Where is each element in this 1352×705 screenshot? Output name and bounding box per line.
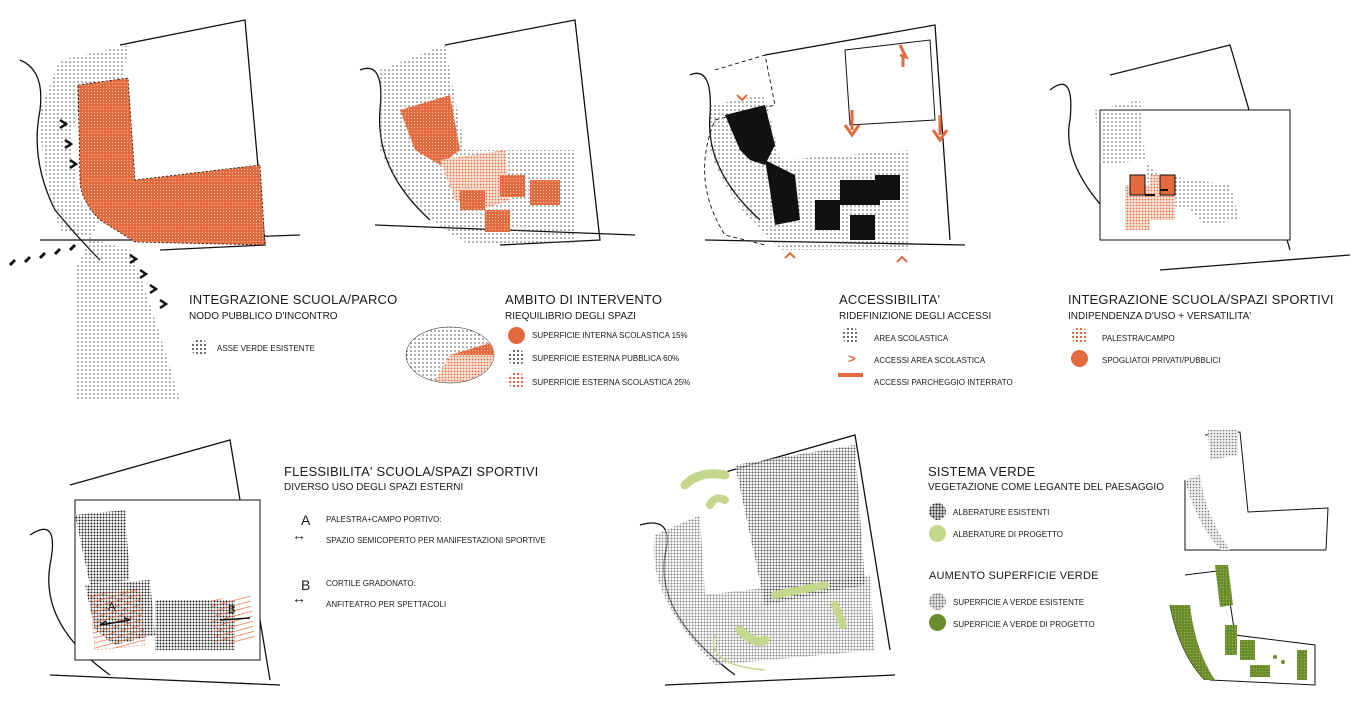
legend-swatch-asse-verde (191, 339, 208, 356)
p3-legend-0: AREA SCOLASTICA (874, 334, 949, 343)
p4-title: INTEGRAZIONE SCUOLA/SPAZI SPORTIVI (1068, 292, 1334, 307)
legend-swatch-spogliatoi (1071, 350, 1088, 367)
map-verde-esistente (1184, 430, 1329, 551)
p1-legend-0: ASSE VERDE ESISTENTE (217, 344, 315, 353)
legend-swatch-verde-esistente (929, 593, 946, 610)
p1-subtitle: NODO PUBBLICO D'INCONTRO (189, 311, 338, 322)
p4-legend-1: SPOGLIATOI PRIVATI/PUBBLICI (1102, 356, 1221, 365)
p5-a-line2: SPAZIO SEMICOPERTO PER MANIFESTAZIONI SP… (326, 536, 546, 545)
map-verde-progetto (1169, 565, 1316, 686)
p6-title: SISTEMA VERDE (928, 464, 1036, 479)
p4-subtitle: INDIPENDENZA D'USO + VERSATILITA' (1068, 311, 1252, 322)
legend-swatch-interna (508, 327, 525, 344)
p5-subtitle: DIVERSO USO DEGLI SPAZI ESTERNI (284, 482, 464, 493)
p2-legend-1: SUPERFICIE ESTERNA PUBBLICA 60% (532, 354, 680, 363)
chevron-arrows (8, 243, 77, 267)
legend-swatch-verde-progetto (929, 614, 946, 631)
map-integrazione-parco (8, 19, 301, 400)
p5-b-line1: CORTILE GRADONATO: (326, 579, 416, 588)
p6-legend-1: ALBERATURE DI PROGETTO (953, 530, 1063, 539)
map-accessibilita (689, 24, 966, 263)
legend-swatch-pubblica (508, 349, 525, 366)
a-letter: A (301, 512, 311, 528)
p1-title: INTEGRAZIONE SCUOLA/PARCO (189, 292, 398, 307)
svg-text:A: A (108, 601, 116, 613)
legend-swatch-alberature-esistenti (929, 503, 946, 520)
svg-text:B: B (228, 604, 235, 616)
p3-legend-1: ACCESSI AREA SCOLASTICA (874, 356, 986, 365)
legend-swatch-alberature-progetto (929, 525, 946, 542)
p6-subtitle: VEGETAZIONE COME LEGANTE DEL PAESAGGIO (928, 482, 1164, 493)
p3-legend-2: ACCESSI PARCHEGGIO INTERRATO (874, 378, 1013, 387)
map-sistema-verde (639, 434, 896, 686)
chevron-icon: > (848, 351, 856, 366)
p6-legend-0: ALBERATURE ESISTENTI (953, 508, 1050, 517)
p4-legend-0: PALESTRA/CAMPO (1102, 334, 1175, 343)
map-ambito-intervento (359, 19, 636, 246)
legend-swatch-palestra (1071, 327, 1088, 344)
double-arrow-icon: ↔ (292, 527, 306, 543)
p5-b-line2: ANFITEATRO PER SPETTACOLI (326, 600, 447, 609)
p5-a-line1: PALESTRA+CAMPO PORTIVO: (326, 515, 442, 524)
p3-title: ACCESSIBILITA' (839, 292, 941, 307)
p2-title: AMBITO DI INTERVENTO (505, 292, 663, 307)
p3-subtitle: RIDEFINIZIONE DEGLI ACCESSI (839, 311, 992, 322)
legend-swatch-area-scolastica (842, 327, 859, 344)
p6-title2: AUMENTO SUPERFICIE VERDE (929, 570, 1099, 582)
p2-subtitle: RIEQUILIBRIO DEGLI SPAZI (505, 311, 636, 322)
legend-swatch-scolastica (508, 372, 525, 389)
map-integrazione-sportivi (1049, 44, 1351, 271)
arrow-icon (838, 373, 863, 377)
p5-title: FLESSIBILITA' SCUOLA/SPAZI SPORTIVI (284, 464, 539, 479)
p6-legend2-1: SUPERFICIE A VERDE DI PROGETTO (953, 620, 1095, 629)
p6-legend2-0: SUPERFICIE A VERDE ESISTENTE (953, 598, 1085, 607)
map-flessibilita: A B (29, 439, 281, 686)
p2-legend-2: SUPERFICIE ESTERNA SCOLASTICA 25% (532, 378, 691, 387)
double-arrow-icon: ↔ (292, 590, 306, 606)
b-letter: B (301, 577, 311, 593)
pie-ambito (405, 326, 495, 384)
p2-legend-0: SUPERFICIE INTERNA SCOLASTICA 15% (532, 331, 688, 340)
